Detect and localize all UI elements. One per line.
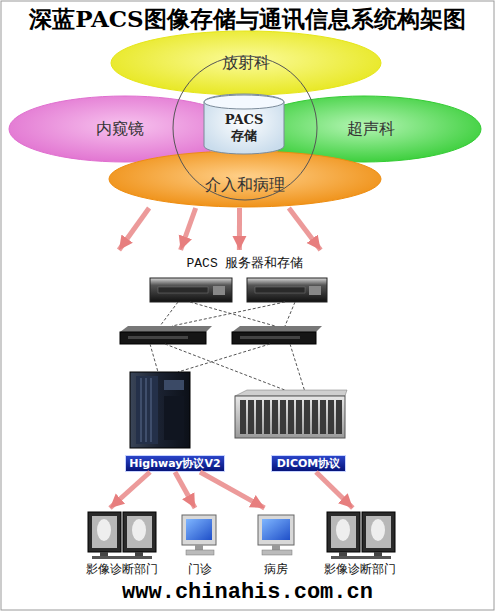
diagram-title: 深蓝PACS图像存储与通讯信息系统构架图	[0, 4, 495, 35]
node-label: 门诊	[155, 561, 245, 578]
node-label: Highway协议V2	[129, 456, 220, 471]
node-label: PACS 服务器和存储	[105, 254, 385, 272]
network-cable	[150, 302, 305, 392]
flow-arrow	[110, 472, 150, 508]
terminal-node: 病房	[248, 508, 303, 578]
dual-monitor-icon	[88, 512, 156, 559]
node-label: 影像诊断部门	[62, 561, 182, 578]
department-ellipse: 放射科	[110, 30, 382, 96]
flow-arrow	[119, 208, 149, 250]
flow-arrow	[316, 472, 353, 508]
pc-monitor-icon	[182, 515, 216, 555]
terminal-node: 影像诊断部门	[320, 508, 400, 578]
node-label: 病房	[228, 561, 323, 578]
node-label: 超声科	[347, 119, 395, 140]
node-label: 内窥镜	[96, 119, 144, 140]
dual-monitor-icon	[327, 512, 395, 559]
disk-array	[235, 390, 347, 438]
storage-cylinder: PACS 存储	[203, 94, 285, 154]
tape-library	[130, 372, 190, 448]
node-label: PACS 存储	[221, 112, 267, 144]
cylinder-top	[204, 95, 284, 109]
ellipse-shape	[111, 31, 381, 95]
department-ellipse: 介入和病理	[108, 150, 382, 208]
ellipse-shape	[109, 151, 381, 207]
flow-arrow	[200, 472, 265, 508]
flow-arrow	[181, 208, 196, 250]
cylinder-body	[204, 94, 284, 154]
server-group: PACS 服务器和存储	[105, 250, 385, 450]
flow-arrow	[237, 208, 242, 250]
node-label: 影像诊断部门	[300, 561, 420, 578]
node-label: 放射科	[222, 53, 270, 74]
terminal-node: 门诊	[175, 508, 225, 578]
rack-server	[150, 278, 327, 302]
node-label: 介入和病理	[205, 174, 285, 195]
pc-monitor-icon	[258, 515, 294, 555]
terminal-node: 影像诊断部门	[82, 508, 162, 578]
watermark-url: www.chinahis.com.cn	[0, 580, 495, 605]
network-switch	[120, 326, 322, 344]
node-label: DICOM协议	[277, 456, 341, 471]
protocol-box: DICOM协议	[271, 455, 346, 472]
flow-arrow	[289, 208, 321, 250]
protocol-box: Highway协议V2	[125, 455, 225, 472]
flow-arrow	[175, 472, 195, 508]
